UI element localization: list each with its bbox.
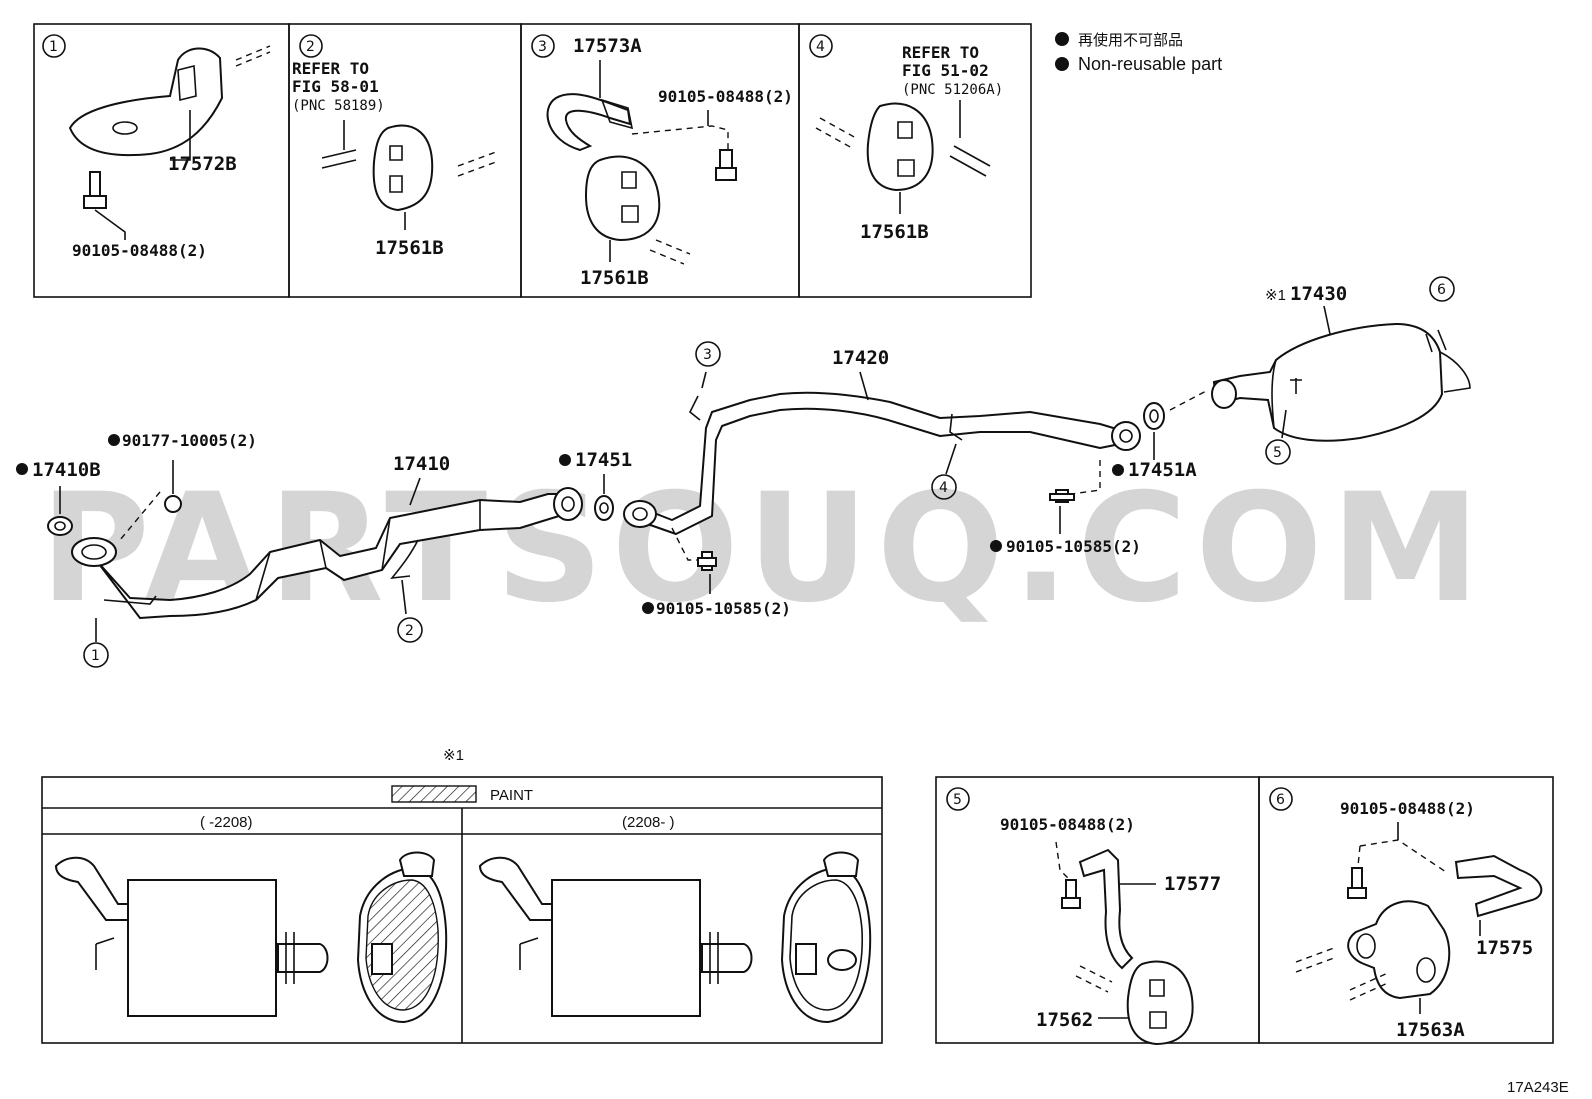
detail-2-circle-label: 2	[306, 39, 315, 55]
paint-box-title: ※1	[443, 747, 464, 764]
legend-en: Non-reusable part	[1078, 54, 1222, 74]
part-17577-label: 17577	[1164, 873, 1221, 895]
label-90177-10005: 90177-10005(2)	[122, 431, 257, 450]
callout-6: 6	[1429, 276, 1455, 302]
detail-box-2: 2 REFER TO FIG 58-01 (PNC 58189) 17561B	[288, 23, 522, 298]
bolt-90105-08488-label-3: 90105-08488(2)	[658, 87, 793, 106]
label-17420: 17420	[832, 347, 889, 369]
part-17575-label: 17575	[1476, 937, 1533, 959]
bolt-90105-08488-label-6: 90105-08488(2)	[1340, 799, 1475, 818]
legend-jp: 再使用不可部品	[1078, 32, 1183, 49]
paint-box: ※1 PAINT ( -2208) (2208- )	[41, 747, 883, 1044]
callout-5: 5	[1265, 439, 1291, 465]
paint-legend-label: PAINT	[490, 787, 533, 804]
detail-3-circle-label: 3	[538, 39, 547, 55]
callout-4: 4	[931, 474, 957, 500]
detail-4-ref-line1: REFER TO	[902, 43, 979, 62]
svg-text:2: 2	[405, 623, 414, 639]
detail-box-3: 3 17573A 90105-08488(2) 17561B	[520, 23, 800, 298]
svg-text:5: 5	[1273, 445, 1282, 461]
label-17410: 17410	[393, 453, 450, 475]
part-17561B-label-box2: 17561B	[375, 237, 444, 259]
svg-text:4: 4	[939, 480, 948, 496]
detail-1-circle-label: 1	[49, 39, 58, 55]
label-asterisk-1: ※1	[1265, 287, 1286, 304]
detail-box-5: 5 90105-08488(2) 17577 17562	[935, 776, 1260, 1046]
figure-code: 17A243E	[1507, 1079, 1569, 1096]
detail-box-1: 1 17572B 90105-08488(2)	[33, 23, 290, 298]
detail-4-circle-label: 4	[816, 39, 825, 55]
detail-box-6: 6 90105-08488(2) 17575 17563A	[1258, 776, 1554, 1044]
paint-col1-header: ( -2208)	[200, 814, 253, 831]
svg-text:1: 1	[91, 648, 100, 664]
label-90105-10585-rear: 90105-10585(2)	[1006, 537, 1141, 556]
callout-2: 2	[397, 617, 423, 643]
part-17561B-label-box3: 17561B	[580, 267, 649, 289]
detail-2-ref-line3: (PNC 58189)	[292, 98, 385, 114]
callout-1: 1	[83, 642, 109, 668]
svg-text:3: 3	[703, 347, 712, 363]
part-17561B-label-box4: 17561B	[860, 221, 929, 243]
detail-2-ref-line1: REFER TO	[292, 59, 369, 78]
detail-5-circle-label: 5	[953, 792, 962, 808]
label-17451A: 17451A	[1128, 459, 1197, 481]
part-17573A-label: 17573A	[573, 35, 642, 57]
detail-2-ref-line2: FIG 58-01	[292, 77, 379, 96]
bolt-90105-08488-label-5: 90105-08488(2)	[1000, 815, 1135, 834]
label-17410B: 17410B	[32, 459, 101, 481]
part-17572B-label: 17572B	[168, 153, 237, 175]
label-17430: 17430	[1290, 283, 1347, 305]
svg-text:6: 6	[1437, 282, 1446, 298]
label-17451: 17451	[575, 449, 632, 471]
callout-3: 3	[695, 341, 721, 367]
part-17562-label: 17562	[1036, 1009, 1093, 1031]
detail-4-ref-line3: (PNC 51206A)	[902, 82, 1003, 98]
detail-box-4: 4 REFER TO FIG 51-02 (PNC 51206A) 17561B	[798, 23, 1032, 298]
part-17563A-label: 17563A	[1396, 1019, 1465, 1041]
detail-4-ref-line2: FIG 51-02	[902, 61, 989, 80]
detail-6-circle-label: 6	[1276, 792, 1285, 808]
paint-col2-header: (2208- )	[622, 814, 675, 831]
bolt-90105-08488-label-1: 90105-08488(2)	[72, 241, 207, 260]
legend: 再使用不可部品 Non-reusable part	[1055, 32, 1222, 74]
label-90105-10585-front: 90105-10585(2)	[656, 599, 791, 618]
main-exhaust-assembly: 17410B 90177-10005(2) 17410 17451	[16, 276, 1471, 668]
